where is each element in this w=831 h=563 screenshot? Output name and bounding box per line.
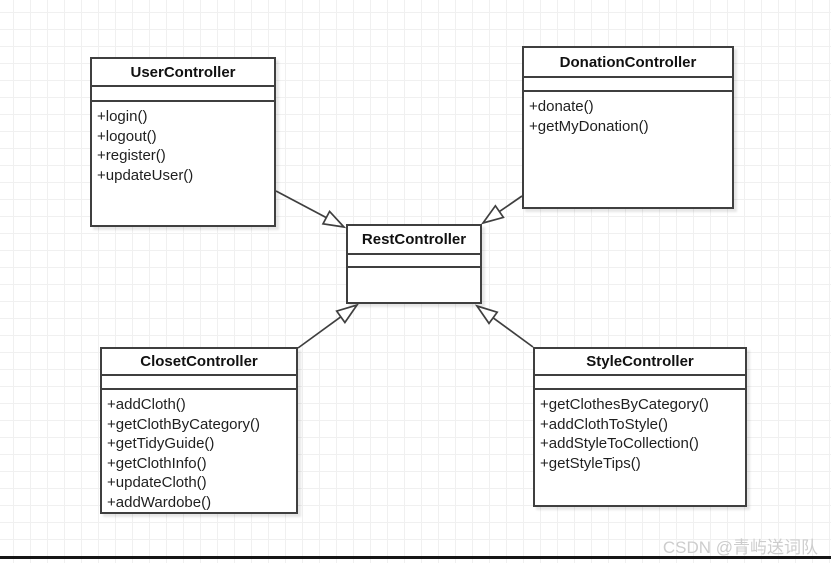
method: +getClothInfo() — [107, 454, 207, 472]
class-attributes-empty — [524, 78, 732, 92]
class-methods: +getClothesByCategory() +addClothToStyle… — [535, 390, 745, 473]
method: +updateUser() — [97, 166, 194, 184]
class-closetcontroller: ClosetController +addCloth() +getClothBy… — [100, 347, 298, 514]
class-title: DonationController — [524, 48, 732, 78]
class-methods: +addCloth() +getClothByCategory() +getTi… — [102, 390, 296, 512]
generalization-arrow-stylecontroller-to-restcontroller — [474, 304, 534, 348]
class-title: StyleController — [535, 349, 745, 376]
class-title: UserController — [92, 59, 274, 87]
method: +getTidyGuide() — [107, 435, 215, 452]
class-usercontroller: UserController +login() +logout() +regis… — [90, 57, 276, 227]
class-donationcontroller: DonationController +donate() +getMyDonat… — [522, 46, 734, 209]
method: +getStyleTips() — [540, 454, 641, 472]
method: +getClothesByCategory() — [540, 396, 709, 413]
class-title: RestController — [348, 226, 480, 255]
generalization-arrow-donationcontroller-to-restcontroller — [480, 195, 523, 225]
method: +getClothByCategory() — [107, 415, 260, 433]
method: +login() — [97, 108, 148, 125]
class-methods-empty — [348, 268, 480, 273]
class-methods: +donate() +getMyDonation() — [524, 92, 732, 136]
class-attributes-empty — [92, 87, 274, 102]
class-attributes-empty — [102, 376, 296, 390]
class-attributes-empty — [348, 255, 480, 268]
method: +addStyleToCollection() — [540, 435, 699, 452]
class-title: ClosetController — [102, 349, 296, 376]
method: +donate() — [529, 98, 594, 115]
class-attributes-empty — [535, 376, 745, 390]
bottom-border-line — [0, 556, 831, 559]
method: +addClothToStyle() — [540, 415, 668, 433]
method: +getMyDonation() — [529, 117, 649, 135]
watermark: CSDN @青屿送词队 — [662, 538, 818, 557]
generalization-arrow-closetcontroller-to-restcontroller — [297, 303, 360, 349]
method: +addCloth() — [107, 396, 186, 413]
method: +logout() — [97, 127, 157, 145]
class-methods: +login() +logout() +register() +updateUs… — [92, 102, 274, 185]
generalization-arrow-usercontroller-to-restcontroller — [275, 190, 347, 229]
method: +updateCloth() — [107, 474, 207, 491]
method: +addWardobe() — [107, 493, 212, 511]
class-restcontroller: RestController — [346, 224, 482, 304]
class-stylecontroller: StyleController +getClothesByCategory() … — [533, 347, 747, 507]
method: +register() — [97, 147, 166, 164]
